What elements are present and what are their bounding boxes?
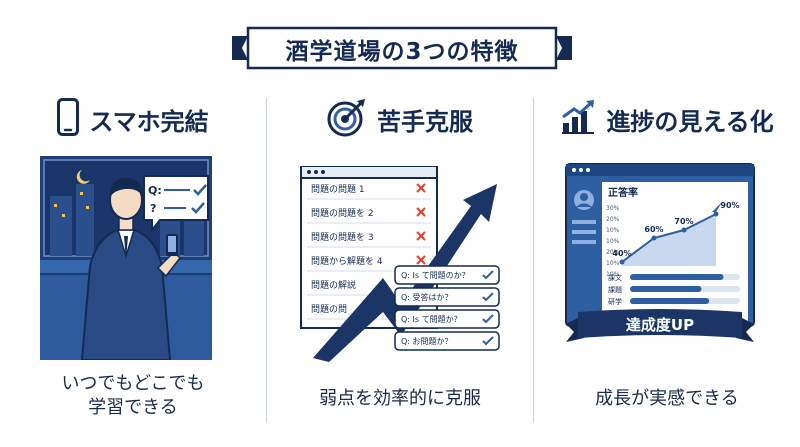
problem-item: 問題の問 (311, 304, 347, 315)
point-label: 90% (720, 201, 739, 210)
target-icon (327, 97, 367, 141)
wrong-mark-icon (416, 231, 426, 241)
chart-arrow-head (712, 202, 722, 212)
check-icon (482, 314, 494, 324)
page-title: 酒学道場の3つの特徴 (285, 39, 519, 65)
caption: 弱点を効率的に克服 (319, 388, 481, 409)
quiz-card (394, 309, 500, 329)
problem-item: 問題の問題を 3 (311, 232, 374, 243)
problem-item: 問題の問題 1 (311, 184, 365, 195)
quiz-card (394, 287, 500, 307)
axis-tick: 20% (606, 216, 620, 223)
feature-heading: 進捗の見える化 (534, 97, 800, 141)
commuter-illustration: Q: ? (40, 156, 212, 360)
problem-item: 問題から解題を 4 (311, 255, 383, 267)
weakness-illustration: 問題の問題 1 問題の問題を 2 問題の問題を 3 問題から解題を 4 問題の解説問題の… (300, 166, 500, 362)
heading-label: 苦手克服 (377, 107, 473, 136)
heading-label: 進捗の見える化 (606, 107, 774, 136)
divider-2 (533, 98, 534, 423)
caption: いつでもどこでも 学習できる (0, 372, 266, 420)
wrong-mark-icon (416, 207, 426, 217)
bubble-a-label: ? (150, 202, 156, 215)
axis-tick: 20% (606, 249, 620, 256)
wrong-mark-icon (416, 183, 426, 193)
bar-fill (630, 286, 702, 292)
caption: 成長が実感できる (595, 388, 739, 409)
bar-fill (630, 298, 710, 304)
chart-title: 正答率 (608, 186, 638, 199)
check-icon (482, 336, 494, 346)
check-icon (482, 270, 494, 280)
progress-dashboard: 正答率 30% 20% 10% 10% 20% 10% 10% 40% 60% 70% 90% 課… (565, 163, 755, 342)
title-banner: 酒学道場の3つの特徴 (232, 22, 572, 74)
ribbon-label: 達成度UP (626, 316, 694, 334)
wrong-mark-icon (416, 255, 426, 265)
quiz-card (394, 265, 500, 285)
chart-point (619, 259, 625, 265)
bar-label: 課題 (608, 285, 622, 294)
feature-heading: スマホ完結 (0, 97, 266, 141)
bar-label: 研学 (608, 297, 622, 306)
axis-tick: 30% (606, 205, 620, 212)
point-label: 40% (612, 249, 631, 258)
axis-tick: 10% (606, 227, 620, 234)
chart-point (651, 235, 657, 241)
axis-tick: 10% (606, 260, 620, 267)
bar-fill (630, 274, 724, 280)
caption-line: 学習できる (88, 397, 178, 418)
chart-point (713, 211, 719, 217)
caption-line: いつでもどこでも (61, 373, 205, 394)
growth-arrow (313, 184, 497, 362)
quiz-text: Q: Is て問題のか？ (401, 271, 470, 280)
growth-chart-icon (560, 99, 596, 139)
heading-label: スマホ完結 (89, 107, 209, 136)
quiz-card (394, 331, 500, 351)
feature-heading: 苦手克服 (267, 97, 533, 141)
quiz-text: Q: 受答はか？ (401, 292, 453, 302)
problem-item: 問題の解説 (311, 279, 356, 291)
check-icon (482, 292, 494, 302)
bubble-q-label: Q: (148, 184, 162, 197)
feature-smartphone: スマホ完結 Q: ? (0, 0, 266, 447)
smartphone-icon (57, 98, 80, 140)
point-label: 60% (644, 225, 663, 234)
quiz-text: Q: お問題か？ (401, 337, 453, 346)
quiz-text: Q: Is て問題か？ (401, 315, 462, 324)
axis-tick: 10% (606, 271, 620, 278)
problem-item: 問題の問題を 2 (311, 208, 374, 219)
axis-tick: 10% (606, 238, 620, 245)
bar-label: 課文 (608, 273, 622, 282)
chart-point (681, 227, 687, 233)
divider-1 (266, 98, 267, 423)
point-label: 70% (674, 217, 693, 226)
feature-progress: 進捗の見える化 正答率 30% 20% 10% 10% 20% 10% 10% 40% 60%… (534, 0, 800, 447)
